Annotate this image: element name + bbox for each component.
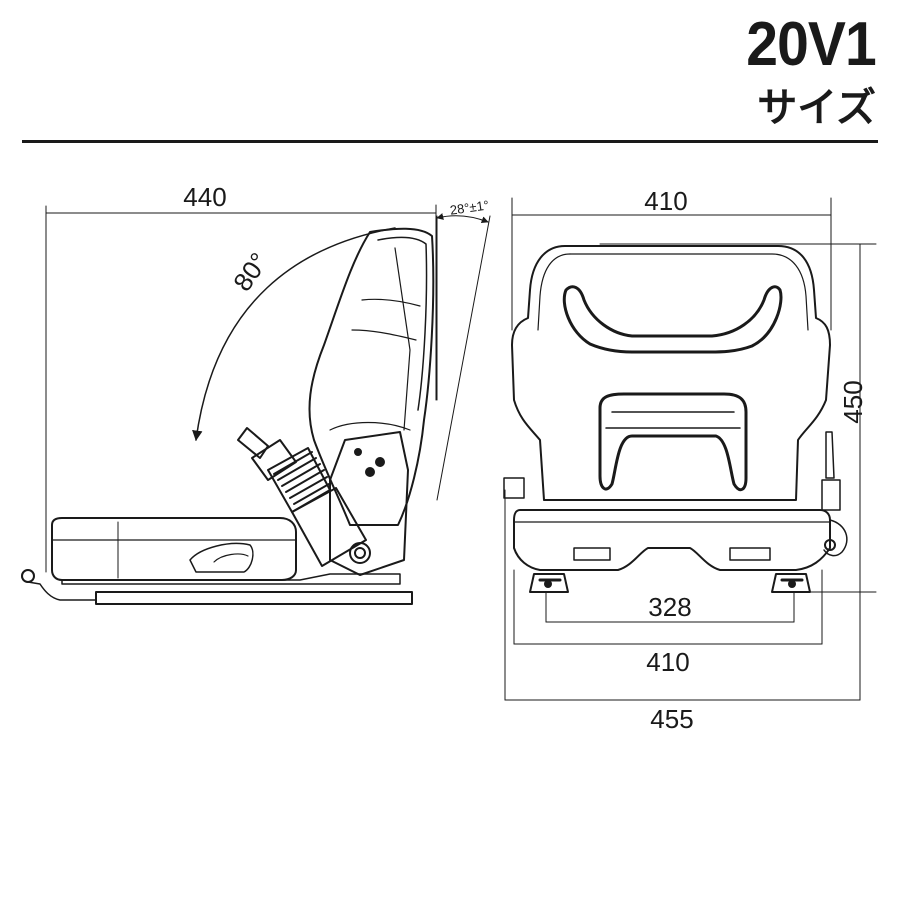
- left-mount-bracket: [529, 573, 569, 593]
- side-view: 440 28°±1° 80°: [21, 182, 491, 605]
- backrest-outline: [308, 227, 435, 526]
- slide-rail: [95, 591, 413, 605]
- front-view: 410 450: [503, 186, 877, 734]
- side-width-dimension: [45, 204, 437, 573]
- overall-width-label: 455: [650, 704, 693, 734]
- base-width-dimension: [513, 569, 823, 645]
- adjustment-knob: [237, 427, 367, 567]
- upper-handle-cutout: [562, 285, 783, 354]
- tilt-dimension: [436, 213, 491, 501]
- seat-cushion: [51, 517, 297, 581]
- overall-width-dimension: [504, 489, 861, 701]
- right-mount-bracket: [771, 573, 811, 593]
- hinge-bracket: [329, 431, 409, 576]
- header-rule: [22, 140, 878, 143]
- rail-width-dimension: [545, 591, 795, 623]
- tilt-label: 28°±1°: [449, 197, 490, 217]
- lower-handle-cutout: [598, 392, 748, 492]
- side-width-label: 440: [183, 182, 226, 212]
- rail-width-label: 328: [648, 592, 691, 622]
- front-top-width-label: 410: [644, 186, 687, 216]
- front-height-label: 450: [838, 380, 868, 423]
- front-backrest-outline: [511, 245, 831, 501]
- size-label: サイズ: [757, 86, 876, 130]
- front-seat-base: [513, 509, 831, 571]
- front-top-dimension: [511, 197, 832, 331]
- front-height-dimension: [599, 243, 877, 593]
- model-number: 20V1: [746, 10, 876, 79]
- recline-arc: [192, 227, 396, 442]
- recline-angle-label: 80°: [227, 247, 274, 296]
- base-width-label: 410: [646, 647, 689, 677]
